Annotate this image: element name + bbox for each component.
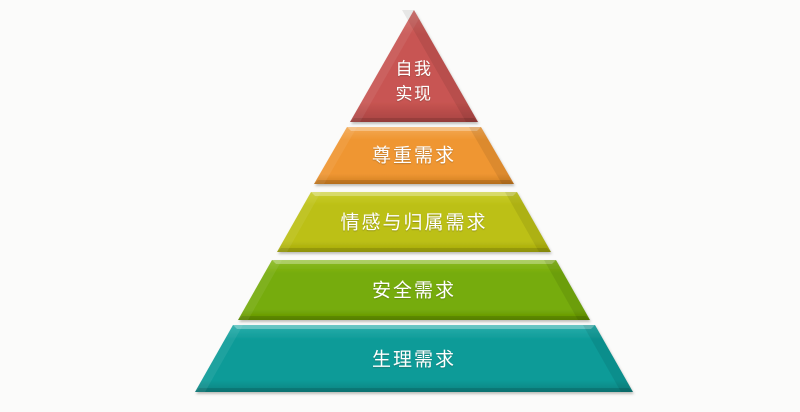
pyramid-level-3-left-shade (277, 192, 321, 252)
pyramid-level-2-bottom-shade (314, 180, 514, 184)
pyramid-level-4-bottom-shade (238, 316, 590, 320)
pyramid-level-2-right-shade (469, 127, 514, 184)
pyramid-levels-group (195, 10, 633, 392)
pyramid-level-5-left-shade (195, 325, 243, 392)
pyramid-level-4-right-shade (544, 260, 590, 320)
pyramid-level-2-top-highlight (347, 127, 481, 131)
pyramid-level-5-bottom-shade (195, 388, 633, 392)
pyramid-level-5 (195, 325, 633, 392)
pyramid-level-1 (350, 10, 478, 122)
pyramid-level-1-right-shade (402, 10, 478, 122)
pyramid-level-2-left-shade (314, 127, 357, 184)
pyramid-level-3-right-shade (505, 192, 551, 252)
pyramid-level-1-left-shade (350, 10, 424, 122)
pyramid-level-3 (277, 192, 551, 252)
pyramid-level-4-top-highlight (272, 260, 556, 264)
pyramid-level-1-bottom-shade (350, 118, 478, 122)
pyramid-level-3-top-highlight (311, 192, 517, 196)
pyramid-level-2 (314, 127, 514, 184)
pyramid-level-5-top-highlight (233, 325, 595, 329)
pyramid-level-3-bottom-shade (277, 248, 551, 252)
pyramid-level-4 (238, 260, 590, 320)
pyramid-level-5-right-shade (583, 325, 633, 392)
pyramid-level-4-left-shade (238, 260, 282, 320)
